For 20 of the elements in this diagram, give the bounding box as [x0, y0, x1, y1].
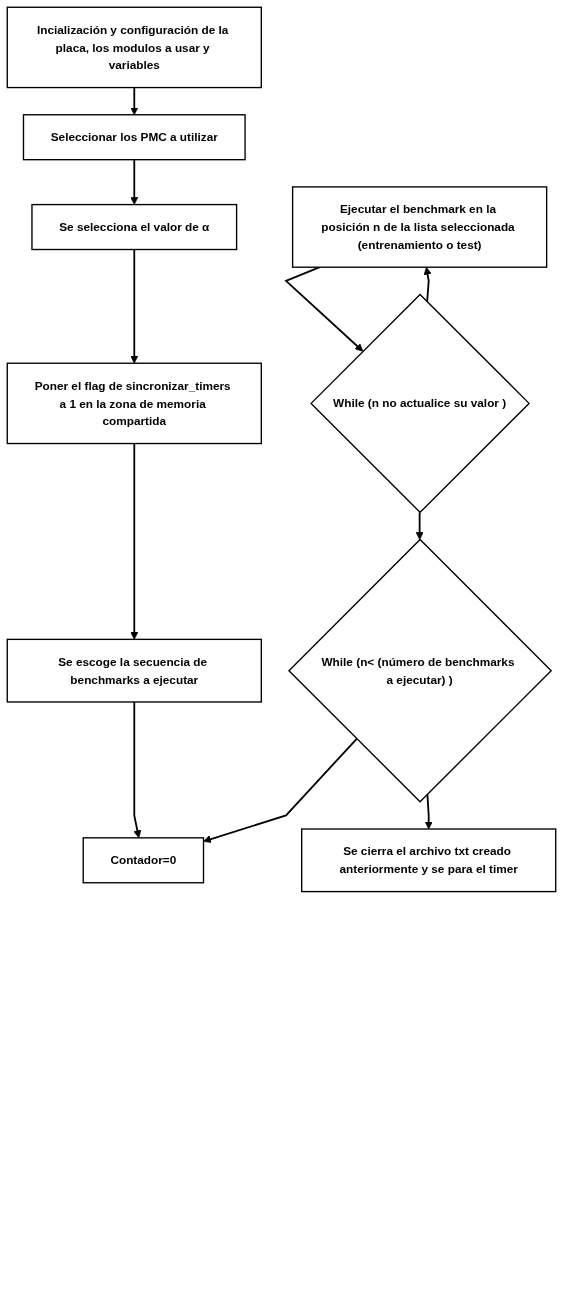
node-box: Poner el flag de sincronizar_timers a 1 en la zona de memoria compartida	[6, 362, 262, 445]
arrow	[130, 158, 139, 205]
node-box: Se cierra el archivo txt creado anteriormente y se para el timer	[301, 828, 557, 893]
node-box: Seleccionar los PMC a utilizar	[22, 114, 246, 161]
node-box: Ejecutar el benchmark en la posición n de la lista seleccionada (entrenamiento o test)	[291, 186, 548, 268]
arrow	[284, 266, 364, 352]
node-box: Incialización y configuración de la placa, los modulos a usar y variables	[6, 6, 262, 89]
arrow	[203, 737, 358, 843]
node-box: Se selecciona el valor de α	[31, 203, 238, 251]
arrow	[424, 793, 433, 830]
node-diamond: While (n< (número de benchmarks a ejecutar) )	[288, 538, 553, 803]
arrow	[130, 86, 139, 116]
node-diamond: While (n no actualice su valor )	[310, 293, 530, 514]
arrow	[130, 442, 139, 640]
node-box: Se escoge la secuencia de benchmarks a ejecutar	[6, 638, 262, 703]
arrow	[415, 511, 424, 540]
arrow	[423, 266, 432, 303]
arrow	[130, 248, 139, 364]
node-box: Contador=0	[82, 837, 205, 884]
arrow	[133, 701, 142, 839]
